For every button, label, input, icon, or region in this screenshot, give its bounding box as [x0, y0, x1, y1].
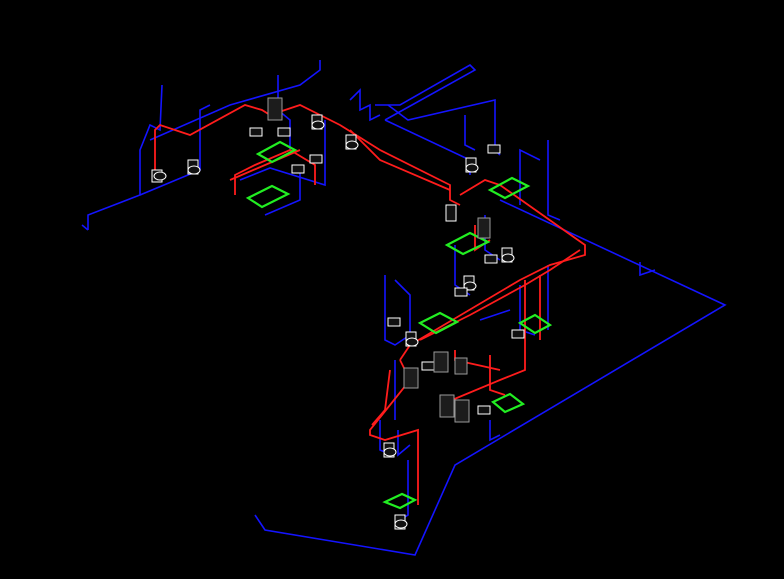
- washbasin-icon: [484, 254, 498, 264]
- equipment-group: [267, 97, 491, 423]
- washbasin-icon: [309, 154, 323, 164]
- washbasin-icon: [454, 287, 468, 297]
- washbasin-icon: [387, 317, 401, 327]
- washbasin-icon: [249, 127, 263, 137]
- shower-tray-icon: [490, 392, 526, 414]
- toilet-icon: [383, 442, 397, 458]
- supply-pipe-network: [154, 104, 586, 505]
- washbasin-icon: [277, 127, 291, 137]
- boiler-icon: [477, 217, 491, 239]
- toilet-icon: [187, 159, 201, 175]
- shower-tray-icon: [255, 140, 298, 164]
- shower-tray-icon: [382, 492, 418, 510]
- toilet-icon: [465, 157, 479, 173]
- toilet-icon: [345, 134, 359, 150]
- boiler-icon: [439, 394, 455, 418]
- toilet-icon: [445, 204, 457, 222]
- toilet-icon: [311, 114, 325, 130]
- shower-tray-icon: [517, 313, 553, 335]
- shower-tray-icon: [417, 311, 460, 335]
- boiler-icon: [403, 367, 419, 389]
- shower-tray-icon: [245, 184, 291, 209]
- toilet-icon: [501, 247, 515, 263]
- boiler-icon: [454, 399, 470, 423]
- boiler-icon: [433, 351, 449, 373]
- drain-pipe-network: [81, 60, 727, 556]
- washbasin-icon: [421, 361, 435, 371]
- washbasin-icon: [477, 405, 491, 415]
- shower-tray-group: [245, 140, 553, 510]
- washbasin-icon: [511, 329, 525, 339]
- toilet-icon: [405, 331, 419, 347]
- toilet-icon: [151, 169, 167, 183]
- boiler-icon: [267, 97, 283, 121]
- toilet-icon: [394, 514, 408, 530]
- shower-tray-icon: [444, 231, 491, 256]
- boiler-icon: [454, 357, 468, 375]
- washbasin-icon: [291, 164, 305, 174]
- washbasin-icon: [487, 144, 501, 154]
- shower-tray-icon: [487, 176, 531, 200]
- sanitary-fixture-group: [151, 114, 525, 530]
